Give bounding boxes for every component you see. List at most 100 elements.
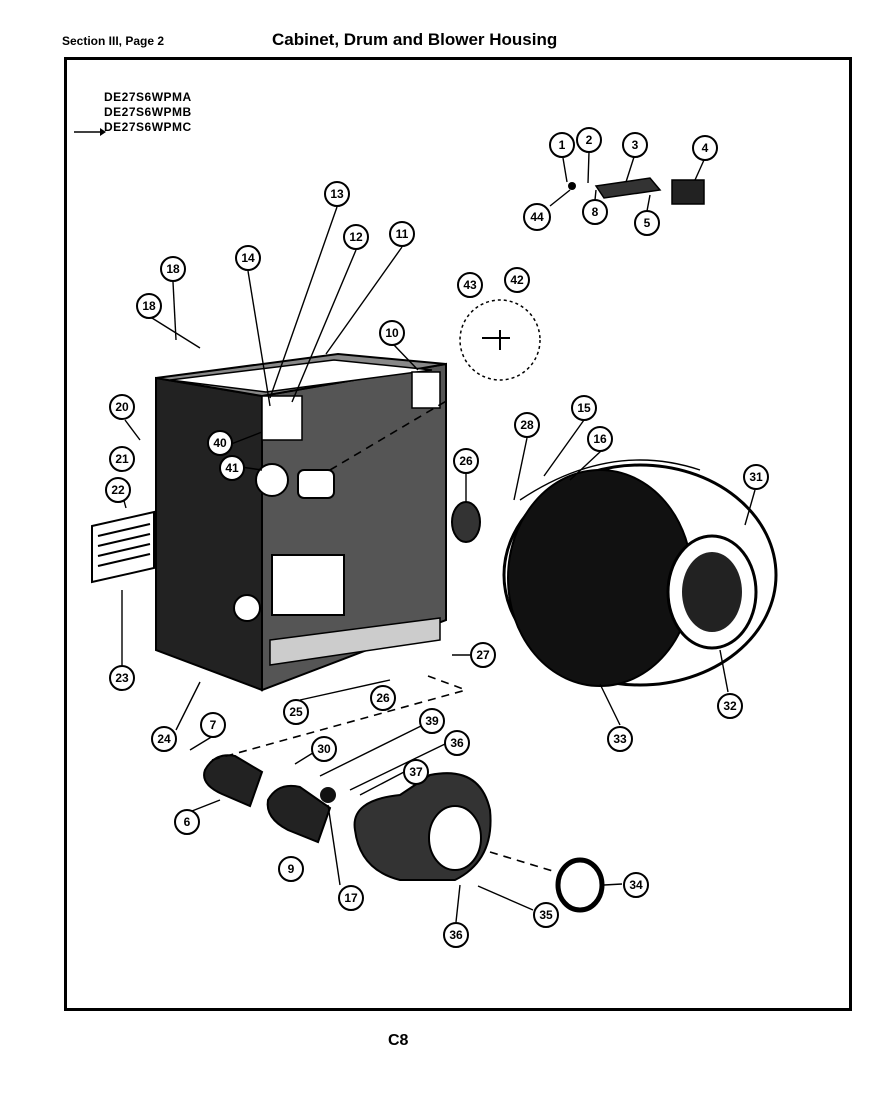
section-label: Section III, Page 2: [62, 34, 165, 48]
part-callout: 11: [389, 221, 415, 247]
model-pointer-arrow: [74, 128, 106, 136]
callout-number: 28: [520, 418, 534, 432]
part-callout: 37: [403, 759, 429, 785]
part-callout: 22: [105, 477, 131, 503]
part-callout: 35: [533, 902, 559, 928]
cabinet-drawing: [155, 352, 447, 692]
vent-grille-drawing: [91, 510, 155, 584]
part-callout: 18: [160, 256, 186, 282]
callout-number: 40: [213, 436, 227, 450]
callout-number: 41: [225, 461, 239, 475]
page-title: Cabinet, Drum and Blower Housing: [272, 30, 558, 49]
callout-number: 21: [115, 452, 129, 466]
part-callout: 4: [692, 135, 718, 161]
part-callout: 26: [453, 448, 479, 474]
part-callout: 32: [717, 693, 743, 719]
part-callouts: 1 2 3 4 5 8 44 13 12 11 14 18 18 10 43 4…: [105, 127, 769, 948]
part-callout: 31: [743, 464, 769, 490]
part-callout: 5: [634, 210, 660, 236]
callout-number: 18: [166, 262, 180, 276]
part-callout: 14: [235, 245, 261, 271]
callout-number: 31: [749, 470, 763, 484]
callout-number: 37: [409, 765, 423, 779]
part-callout: 27: [470, 642, 496, 668]
part-callout: 24: [151, 726, 177, 752]
part-callout: 40: [207, 430, 233, 456]
callout-number: 34: [629, 878, 643, 892]
callout-number: 35: [539, 908, 553, 922]
callout-number: 16: [593, 432, 607, 446]
part-callout: 41: [219, 455, 245, 481]
callout-number: 15: [577, 401, 591, 415]
callout-number: 23: [115, 671, 129, 685]
blower-housing-drawing: [203, 754, 605, 913]
part-callout: 17: [338, 885, 364, 911]
callout-number: 43: [463, 278, 477, 292]
part-callout: 6: [174, 809, 200, 835]
callout-number: 8: [592, 205, 599, 219]
part-callout: 28: [514, 412, 540, 438]
part-callout: 10: [379, 320, 405, 346]
callout-number: 13: [330, 187, 344, 201]
part-callout: 44: [523, 203, 551, 231]
part-callout: 12: [343, 224, 369, 250]
callout-number: 24: [157, 732, 171, 746]
callout-number: 3: [632, 138, 639, 152]
part-callout: 20: [109, 394, 135, 420]
leader-lines: [117, 151, 756, 923]
model-number: DE27S6WPMB: [104, 105, 192, 119]
part-callout: 21: [109, 446, 135, 472]
callout-number: 36: [449, 928, 463, 942]
part-callout: 25: [283, 699, 309, 725]
part-callout: 2: [576, 127, 602, 153]
callout-number: 22: [111, 483, 125, 497]
callout-number: 44: [530, 210, 544, 224]
callout-number: 18: [142, 299, 156, 313]
diagram-frame: [64, 57, 852, 1011]
callout-number: 39: [425, 714, 439, 728]
page-code: C8: [388, 1032, 409, 1049]
callout-number: 36: [450, 736, 464, 750]
part-callout: 30: [311, 736, 337, 762]
callout-number: 11: [396, 227, 409, 241]
callout-number: 9: [288, 862, 295, 876]
callout-number: 30: [317, 742, 331, 756]
callout-number: 4: [702, 141, 709, 155]
callout-number: 33: [613, 732, 627, 746]
part-callout: 9: [278, 856, 304, 882]
inset-detail-circle: [459, 299, 541, 381]
callout-number: 17: [344, 891, 358, 905]
part-callout: 3: [622, 132, 648, 158]
callout-number: 5: [644, 216, 651, 230]
part-callout: 15: [571, 395, 597, 421]
part-callout: 43: [457, 272, 483, 298]
part-callout: 23: [109, 665, 135, 691]
part-callout: 18: [136, 293, 162, 319]
callout-number: 26: [376, 691, 390, 705]
callout-number: 2: [586, 133, 593, 147]
part-callout: 16: [587, 426, 613, 452]
part-callout: 39: [419, 708, 445, 734]
part-callout: 7: [200, 712, 226, 738]
part-callout: 42: [504, 267, 530, 293]
model-list: DE27S6WPMA DE27S6WPMB DE27S6WPMC: [104, 90, 192, 135]
callout-number: 6: [184, 815, 191, 829]
part-callout: 34: [623, 872, 649, 898]
callout-number: 20: [115, 400, 129, 414]
callout-number: 14: [241, 251, 255, 265]
part-callout: 8: [582, 199, 608, 225]
part-callout: 13: [324, 181, 350, 207]
part-callout: 33: [607, 726, 633, 752]
model-number: DE27S6WPMC: [104, 120, 192, 134]
part-callout: 1: [549, 132, 575, 158]
drum-drawing: [451, 459, 778, 687]
callout-number: 7: [210, 718, 217, 732]
callout-number: 32: [723, 699, 737, 713]
callout-number: 26: [459, 454, 473, 468]
callout-number: 10: [385, 326, 399, 340]
callout-number: 42: [510, 273, 524, 287]
model-number: DE27S6WPMA: [104, 90, 192, 104]
part-callout: 36: [444, 730, 470, 756]
callout-number: 27: [476, 648, 490, 662]
